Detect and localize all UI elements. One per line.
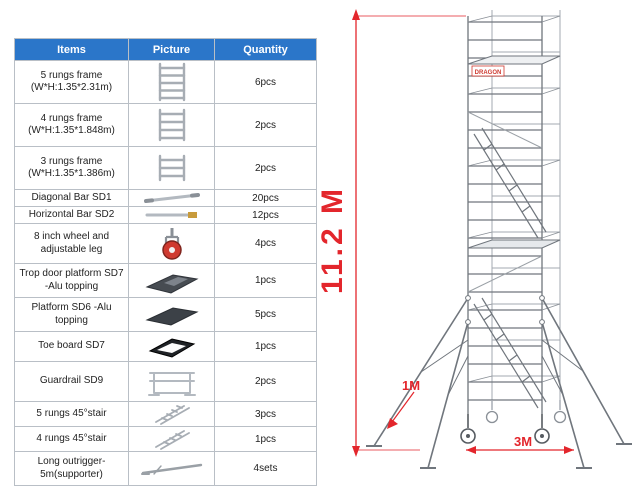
header-quantity: Quantity xyxy=(214,38,317,61)
table-row: Platform SD6 -Alu topping 5pcs xyxy=(14,297,317,332)
table-row: 5 rungs 45°stair 3pcs xyxy=(14,401,317,427)
quantity-cell: 20pcs xyxy=(214,189,317,207)
item-cell: Toe board SD7 xyxy=(14,331,129,362)
quantity-cell: 12pcs xyxy=(214,206,317,224)
quantity-cell: 4pcs xyxy=(214,223,317,264)
table-row: 8 inch wheel and adjustable leg 4pcs xyxy=(14,223,317,264)
table-row: Long outrigger-5m(supporter) 4sets xyxy=(14,451,317,486)
horizontal-bar-icon xyxy=(145,212,197,218)
width-dimension: 3M xyxy=(466,434,574,454)
picture-cell xyxy=(128,297,215,332)
height-dimension-label: 11.2 M xyxy=(316,186,349,294)
outrigger-legs xyxy=(366,297,632,469)
stair-flight-upper xyxy=(473,127,547,239)
item-cell: 4 rungs frame (W*H:1.35*1.848m) xyxy=(14,103,129,147)
item-cell: 8 inch wheel and adjustable leg xyxy=(14,223,129,264)
table-row: 4 rungs frame (W*H:1.35*1.848m) 2pcs xyxy=(14,103,317,147)
diagonal-bar-icon xyxy=(143,193,200,203)
table-header-row: Items Picture Quantity xyxy=(14,38,317,61)
quantity-cell: 2pcs xyxy=(214,361,317,402)
item-cell: 5 rungs frame (W*H:1.35*2.31m) xyxy=(14,60,129,104)
picture-cell xyxy=(128,60,215,104)
picture-cell xyxy=(128,263,215,298)
picture-cell xyxy=(128,331,215,362)
item-cell: Long outrigger-5m(supporter) xyxy=(14,451,129,486)
outrigger-icon xyxy=(140,463,202,475)
quantity-cell: 6pcs xyxy=(214,60,317,104)
item-cell: Horizontal Bar SD2 xyxy=(14,206,129,224)
brand-plate xyxy=(471,65,505,77)
brand-label: DRAGON xyxy=(475,70,502,76)
depth-dimension-label: 1M xyxy=(402,378,420,393)
stair-4-rungs-icon xyxy=(154,430,190,450)
tower-drawing: DRAGON xyxy=(316,0,640,500)
table-row: Diagonal Bar SD1 20pcs xyxy=(14,189,317,207)
table-row: 3 rungs frame (W*H:1.35*1.386m) 2pcs xyxy=(14,146,317,190)
header-items: Items xyxy=(14,38,129,61)
item-cell: 3 rungs frame (W*H:1.35*1.386m) xyxy=(14,146,129,190)
picture-cell xyxy=(128,103,215,147)
quantity-cell: 1pcs xyxy=(214,331,317,362)
picture-cell xyxy=(128,361,215,402)
picture-cell xyxy=(128,189,215,207)
stair-5-rungs-icon xyxy=(154,405,190,425)
guardrail-icon xyxy=(147,371,196,396)
frame-3-rungs-icon xyxy=(158,154,185,182)
quantity-cell: 5pcs xyxy=(214,297,317,332)
table-row: Trop door platform SD7 -Alu topping 1pcs xyxy=(14,263,317,298)
picture-cell xyxy=(128,223,215,264)
scaffold-tower-illustration: DRAGON xyxy=(316,9,632,469)
quantity-cell: 2pcs xyxy=(214,146,317,190)
picture-cell xyxy=(128,401,215,427)
width-dimension-label: 3M xyxy=(514,434,532,449)
quantity-cell: 2pcs xyxy=(214,103,317,147)
toe-board-icon xyxy=(148,337,195,358)
picture-cell xyxy=(128,206,215,224)
item-cell: Platform SD6 -Alu topping xyxy=(14,297,129,332)
height-dimension: 11.2 M xyxy=(316,9,466,457)
item-cell: Diagonal Bar SD1 xyxy=(14,189,129,207)
item-cell: 5 rungs 45°stair xyxy=(14,401,129,427)
item-cell: Trop door platform SD7 -Alu topping xyxy=(14,263,129,298)
table-row: Guardrail SD9 2pcs xyxy=(14,361,317,402)
parts-table: Items Picture Quantity 5 rungs frame (W*… xyxy=(14,38,317,486)
quantity-cell: 3pcs xyxy=(214,401,317,427)
depth-dimension: 1M xyxy=(387,378,420,429)
quantity-cell: 4sets xyxy=(214,451,317,486)
item-cell: 4 rungs 45°stair xyxy=(14,426,129,452)
frame-5-rungs-icon xyxy=(158,62,185,102)
item-cell: Guardrail SD9 xyxy=(14,361,129,402)
table-row: Horizontal Bar SD2 12pcs xyxy=(14,206,317,224)
wheel-icon xyxy=(161,227,182,260)
outrigger-clamps xyxy=(465,295,545,325)
frame-4-rungs-icon xyxy=(158,108,185,142)
table-row: 5 rungs frame (W*H:1.35*2.31m) 6pcs xyxy=(14,60,317,104)
picture-cell xyxy=(128,451,215,486)
trapdoor-platform-icon xyxy=(145,273,199,294)
table-row: Toe board SD7 1pcs xyxy=(14,331,317,362)
platform-icon xyxy=(144,306,199,326)
picture-cell xyxy=(128,426,215,452)
header-picture: Picture xyxy=(128,38,215,61)
table-row: 4 rungs 45°stair 1pcs xyxy=(14,426,317,452)
mid-platform xyxy=(467,239,561,249)
quantity-cell: 1pcs xyxy=(214,263,317,298)
top-platform xyxy=(467,55,561,65)
picture-cell xyxy=(128,146,215,190)
stair-flight-lower xyxy=(473,297,547,409)
caster-wheels xyxy=(460,400,567,444)
quantity-cell: 1pcs xyxy=(214,426,317,452)
